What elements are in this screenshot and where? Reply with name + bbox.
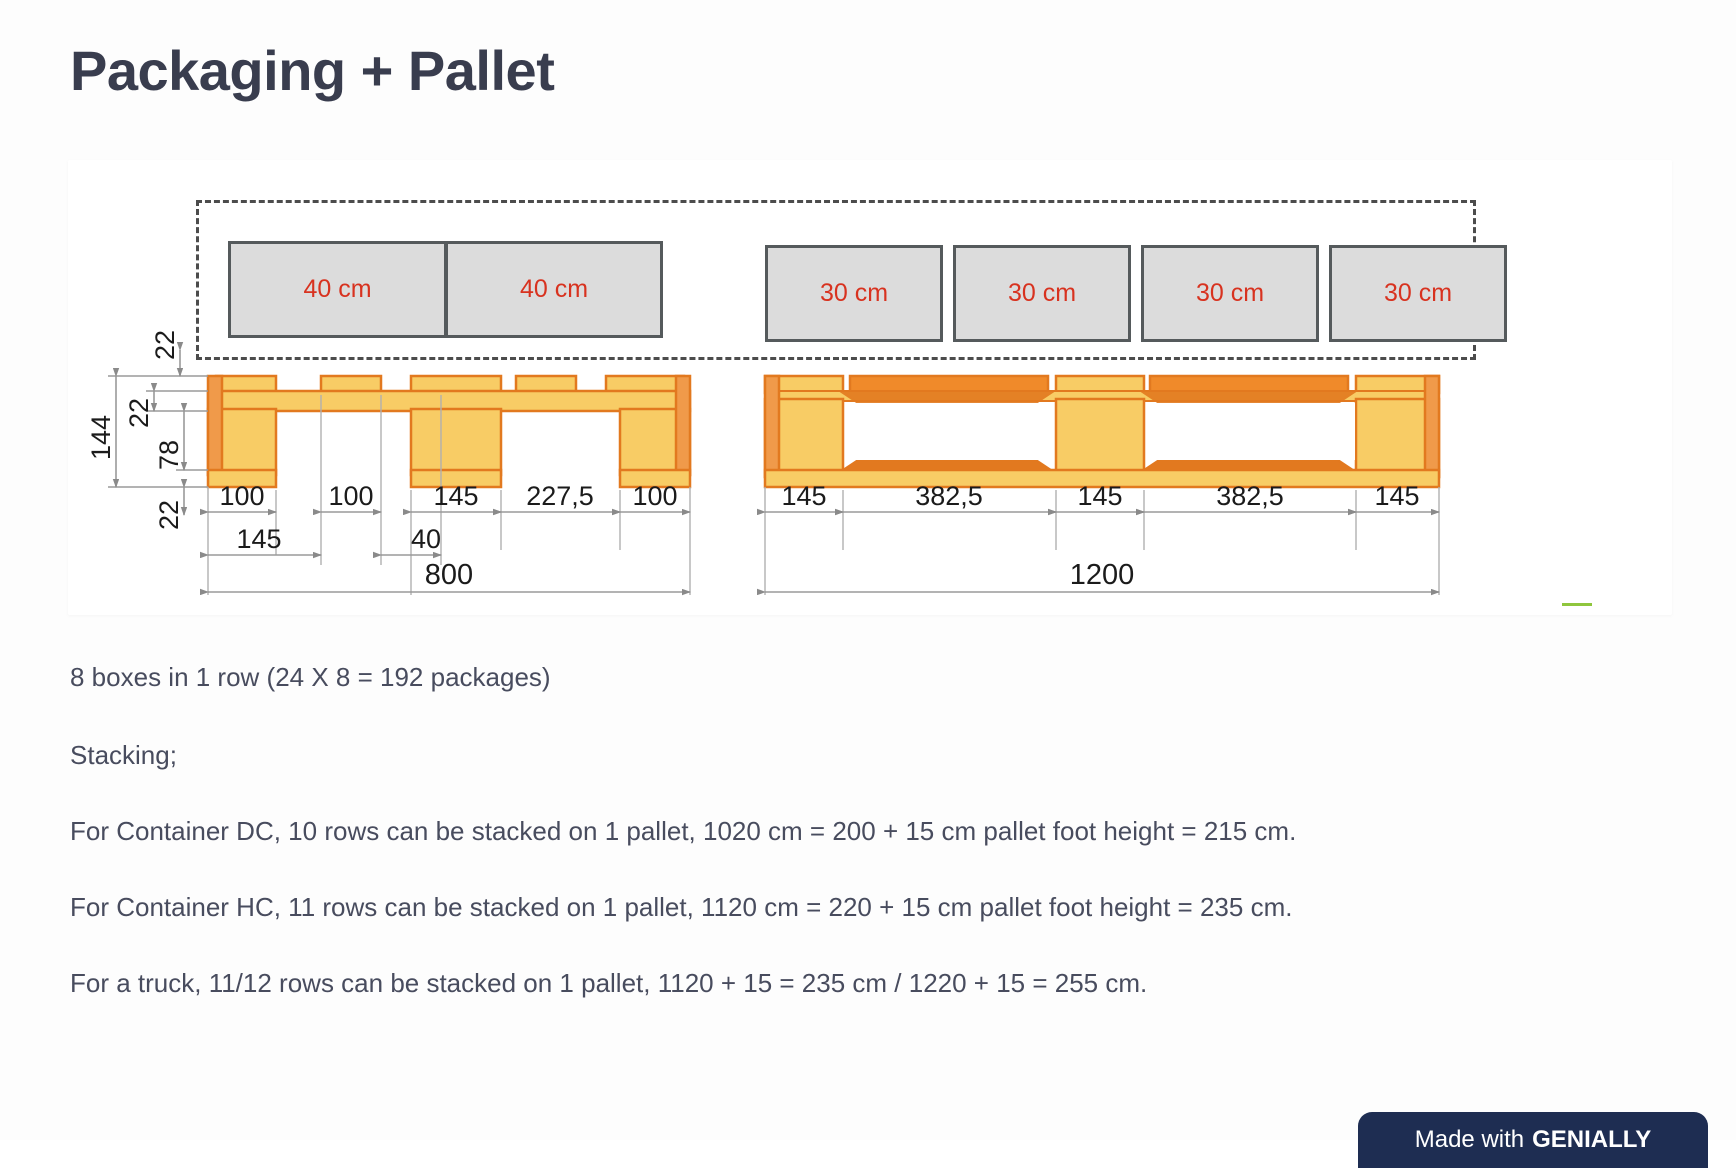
- package-box-40cm-2: 40 cm: [445, 241, 663, 338]
- paragraph-container-dc: For Container DC, 10 rows can be stacked…: [70, 816, 1297, 846]
- made-with-badge[interactable]: Made with GENIALLY: [1358, 1112, 1708, 1168]
- dim-382-5-b: 382,5: [1216, 481, 1284, 511]
- paragraph-container-hc: For Container HC, 11 rows can be stacked…: [70, 892, 1293, 922]
- dim-145-row2: 145: [236, 524, 281, 554]
- dim-382-5-a: 382,5: [915, 481, 983, 511]
- dim-40-row2: 40: [411, 524, 441, 554]
- package-box-30cm-1: 30 cm: [765, 245, 943, 342]
- dim-vertical-22-stringer: 22: [124, 398, 154, 428]
- dim-vertical-22-bottom: 22: [154, 500, 184, 530]
- green-accent-mark: [1562, 603, 1592, 606]
- page-root: Packaging + Pallet 40 cm 40 cm 30 cm 30 …: [68, 39, 1708, 1168]
- package-box-30cm-3: 30 cm: [1141, 245, 1319, 342]
- dim-145-r1: 145: [781, 481, 826, 511]
- dim-100-c: 100: [632, 481, 677, 511]
- packaging-pallet-diagram: 40 cm 40 cm 30 cm 30 cm 30 cm 30 cm: [68, 160, 1672, 615]
- right-pallet-drawing: [763, 374, 1441, 489]
- made-with-prefix: Made with: [1414, 1126, 1525, 1153]
- dim-145-left: 145: [433, 481, 478, 511]
- dim-100-b: 100: [328, 481, 373, 511]
- package-box-30cm-2: 30 cm: [953, 245, 1131, 342]
- paragraph-boxes-per-row: 8 boxes in 1 row (24 X 8 = 192 packages): [70, 662, 551, 692]
- dim-145-r3: 145: [1374, 481, 1419, 511]
- package-box-30cm-4: 30 cm: [1329, 245, 1507, 342]
- dim-total-1200: 1200: [1070, 559, 1135, 591]
- dim-vertical-22-top: 22: [150, 330, 180, 360]
- paragraph-stacking-heading: Stacking;: [70, 740, 177, 770]
- dim-227-5: 227,5: [526, 481, 594, 511]
- diagram-card: 40 cm 40 cm 30 cm 30 cm 30 cm 30 cm: [68, 160, 1672, 615]
- page-title: Packaging + Pallet: [70, 39, 555, 102]
- package-box-40cm-1: 40 cm: [228, 241, 446, 338]
- made-with-brand: GENIALLY: [1532, 1126, 1652, 1153]
- dim-total-800: 800: [425, 559, 473, 591]
- dim-100-a: 100: [219, 481, 264, 511]
- dim-vertical-144: 144: [86, 415, 116, 460]
- paragraph-truck: For a truck, 11/12 rows can be stacked o…: [70, 968, 1148, 998]
- dim-vertical-78: 78: [154, 440, 184, 470]
- left-pallet-drawing: [206, 374, 692, 489]
- pallet-technical-svg: 144 22 22 78 22: [86, 330, 1441, 596]
- dim-145-r2: 145: [1077, 481, 1122, 511]
